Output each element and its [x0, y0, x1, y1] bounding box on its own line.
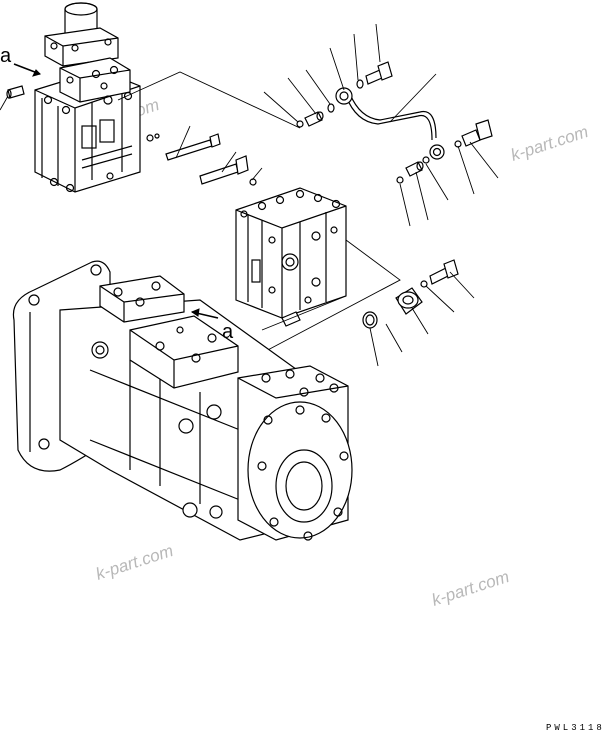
- banjo-fitting-top: [335, 87, 353, 105]
- view-label-a: a: [0, 45, 12, 67]
- watermark: k-part.com: [429, 567, 511, 610]
- view-label-a: a: [222, 321, 234, 343]
- view-arrow-a-top: a: [0, 45, 41, 77]
- o-ring-large: [362, 311, 378, 329]
- banjo-fitting-bottom: [429, 144, 445, 160]
- banjo-bolt-right: [461, 119, 493, 147]
- watermark: k-part.com: [93, 541, 175, 584]
- view-arrow-a-pump: a: [190, 308, 234, 343]
- drawing-code: PWL3118: [546, 723, 605, 733]
- flange: [395, 287, 423, 315]
- banjo-bolt-top: [365, 61, 393, 85]
- control-valve-block: [235, 187, 347, 327]
- solenoid-valve-assembly: [34, 2, 141, 193]
- dowel-pin: [6, 85, 25, 99]
- mounting-bolt-long: [165, 133, 221, 161]
- hydraulic-pipe: [345, 93, 437, 141]
- adapter-right: [405, 161, 424, 177]
- mounting-bolt-short: [199, 155, 249, 185]
- main-pump-assembly: [12, 260, 353, 541]
- flange-bolt: [429, 259, 459, 285]
- watermark: k-part.com: [508, 122, 590, 165]
- adapter-left: [304, 111, 324, 127]
